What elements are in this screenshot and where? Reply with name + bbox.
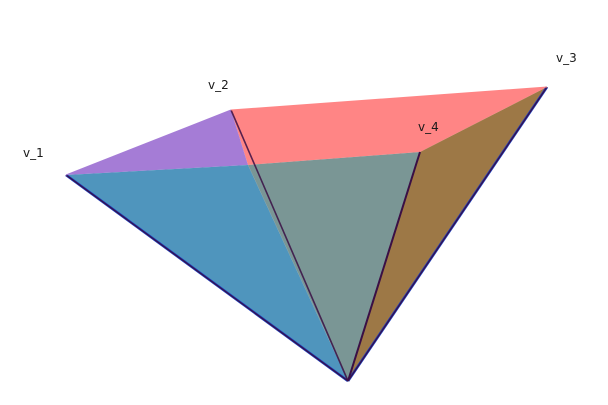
vertex-label-v1: v_1 [23, 146, 44, 160]
face-top-purple [66, 110, 248, 175]
vertex-label-v3: v_3 [556, 51, 577, 65]
vertex-label-v4: v_4 [418, 120, 439, 134]
edge-v2-bottom [230, 109, 349, 382]
face-front-blue [66, 165, 348, 381]
face-top-red [231, 87, 547, 165]
vertex-label-v2: v_2 [208, 78, 229, 92]
edge-v1-bottom-outline [65, 174, 349, 382]
edge-v3-bottom-outline [347, 86, 548, 382]
edge-v4-bottom [347, 151, 421, 382]
edge-v2-v3 [230, 86, 548, 111]
face-center-gray [248, 152, 420, 381]
edge-v1-v2 [65, 109, 232, 176]
